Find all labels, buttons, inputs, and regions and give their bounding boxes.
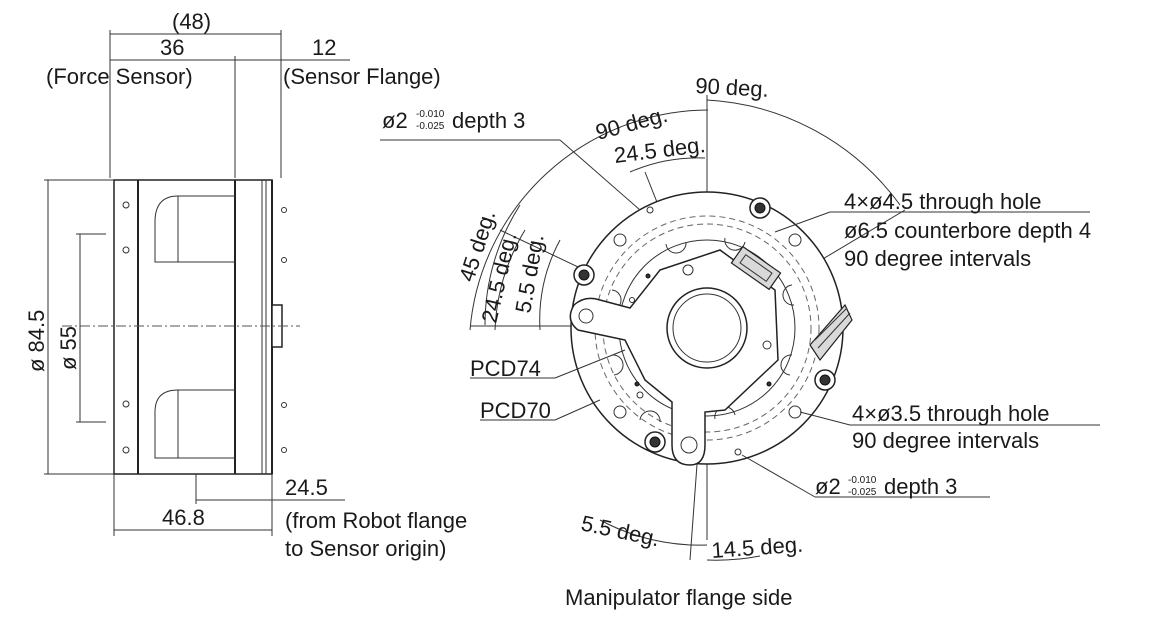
force-sensor-label: (Force Sensor) (46, 64, 193, 89)
dim-12-label: 12 (312, 35, 336, 60)
counterbore-holes (573, 197, 836, 453)
through-hole-45-line2: ø6.5 counterbore depth 4 (844, 218, 1091, 243)
pin-hole-bottom-tol-lower: -0.025 (848, 487, 877, 498)
cable-ribs (809, 303, 853, 362)
origin-note-line1: (from Robot flange (285, 508, 467, 533)
sensor-body (113, 179, 273, 475)
pin-hole-bottom-depth: depth 3 (884, 474, 957, 499)
flange-caption: Manipulator flange side (565, 585, 792, 610)
dim-36-label: 36 (160, 35, 184, 60)
angle-5-5-bottom: 5.5 deg. (579, 510, 662, 551)
dim-84-5-label: ø 84.5 (24, 310, 49, 372)
sensor-flange-label: (Sensor Flange) (283, 64, 441, 89)
through-hole-35-line2: 90 degree intervals (852, 428, 1039, 453)
pin-hole-top-dia: ø2 (382, 108, 408, 133)
pcd74-label: PCD74 (470, 356, 541, 381)
angle-14-5-bottom: 14.5 deg. (711, 532, 804, 563)
flange-view: 90 deg. 90 deg. 24.5 deg. 45 deg. 24.5 d… (380, 73, 1100, 610)
dim-24-5-label: 24.5 (285, 475, 328, 500)
through-hole-45-line3: 90 degree intervals (844, 246, 1031, 271)
through-hole-45-line1: 4×ø4.5 through hole (844, 189, 1042, 214)
central-boss (666, 287, 748, 369)
dim-48-label: (48) (172, 9, 211, 34)
pin-hole-top-tol-upper: -0.010 (416, 109, 445, 120)
origin-note-line2: to Sensor origin) (285, 536, 446, 561)
pin-hole-bottom-dia: ø2 (815, 474, 841, 499)
dim-46-8-label: 46.8 (162, 505, 205, 530)
pcd70-label: PCD70 (480, 398, 551, 423)
sensor-bump-top (154, 195, 235, 263)
through-hole-35-line1: 4×ø3.5 through hole (852, 401, 1050, 426)
through-holes-3-5 (613, 233, 802, 419)
angle-90-outer: 90 deg. (695, 73, 770, 102)
dim-55-label: ø 55 (56, 326, 81, 370)
pin-hole-top-tol-lower: -0.025 (416, 121, 445, 132)
pin-hole-top-depth: depth 3 (452, 108, 525, 133)
connector (730, 245, 782, 291)
side-view: (48) 36 (Force Sensor) 12 (Sensor Flange… (24, 9, 467, 561)
sensor-bump-bottom (154, 389, 235, 459)
pin-hole-bottom-tol-upper: -0.010 (848, 475, 877, 486)
